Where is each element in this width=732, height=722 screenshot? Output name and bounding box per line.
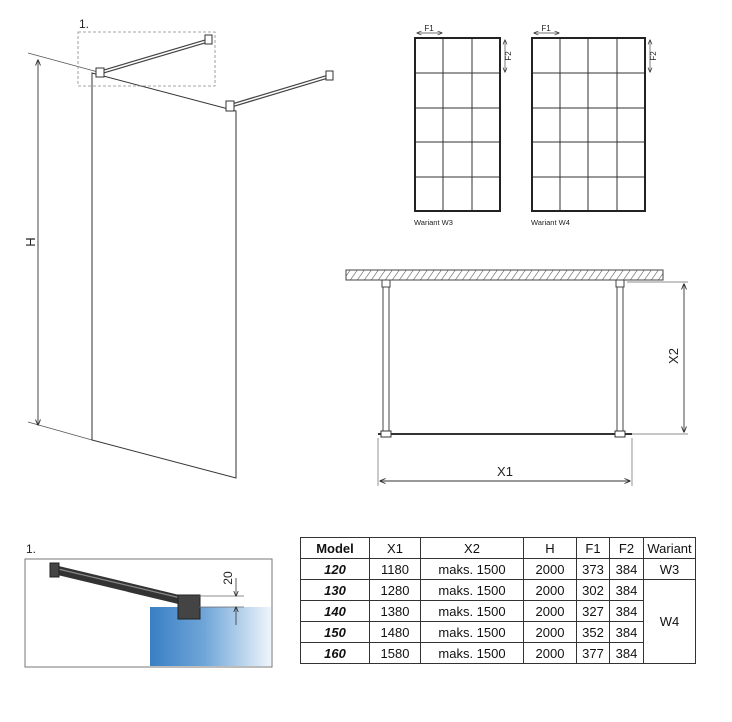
f2-label-w4: F2	[649, 51, 658, 61]
glass-frame-w4	[531, 37, 646, 212]
table-row: 160 1580 maks. 1500 2000 377 384	[300, 642, 696, 664]
support-rod-right	[616, 281, 624, 435]
cell-h: 2000	[523, 621, 577, 643]
bar-end-cap-2	[325, 70, 334, 81]
cell-h: 2000	[523, 579, 577, 601]
cell-model: 130	[300, 579, 370, 601]
header-f1: F1	[576, 537, 610, 559]
cell-f2: 384	[609, 621, 644, 643]
header-x1: X1	[369, 537, 421, 559]
cell-model: 150	[300, 621, 370, 643]
variant-w4-label: Wariant W4	[531, 218, 570, 227]
variant-w3-diagram: F1 F2 Wariant W3	[414, 24, 513, 227]
variant-w3-label: Wariant W3	[414, 218, 453, 227]
cell-model: 140	[300, 600, 370, 622]
cell-x2: maks. 1500	[420, 558, 524, 580]
ceiling-mount-left	[381, 279, 391, 288]
wall-bracket-1	[95, 67, 105, 78]
dimension-h-label: H	[23, 237, 38, 246]
grid-w3	[415, 38, 500, 211]
cell-model: 120	[300, 558, 370, 580]
clamp-left	[380, 430, 392, 438]
ceiling-mount-right	[615, 279, 625, 288]
cell-f1: 327	[576, 600, 610, 622]
cell-f1: 373	[576, 558, 610, 580]
f1-label-w3: F1	[424, 24, 434, 33]
glass-clamp-2	[225, 100, 235, 112]
dimension-x2-label: X2	[666, 348, 681, 364]
cell-f2: 384	[609, 642, 644, 664]
header-f2: F2	[609, 537, 644, 559]
detail-glass-clamp	[177, 594, 201, 620]
cell-wariant: W4	[643, 579, 696, 664]
spec-table: Model X1 X2 H F1 F2 Wariant 120 1180 mak…	[300, 537, 696, 664]
cell-x1: 1280	[369, 579, 421, 601]
cell-x2: maks. 1500	[420, 642, 524, 664]
table-row: 120 1180 maks. 1500 2000 373 384 W3	[300, 558, 696, 580]
ceiling-hatch	[345, 269, 664, 281]
header-model: Model	[300, 537, 370, 559]
table-row: 150 1480 maks. 1500 2000 352 384	[300, 621, 696, 643]
header-wariant: Wariant	[643, 537, 696, 559]
table-header-row: Model X1 X2 H F1 F2 Wariant	[300, 537, 696, 559]
cell-h: 2000	[523, 558, 577, 580]
glass-frame-w3	[414, 37, 501, 212]
wall-line-top	[27, 52, 99, 73]
cell-f2: 384	[609, 558, 644, 580]
table-row: 140 1380 maks. 1500 2000 327 384	[300, 600, 696, 622]
cell-x2: maks. 1500	[420, 600, 524, 622]
table-row: 130 1280 maks. 1500 2000 302 384 W4	[300, 579, 696, 664]
isometric-view: 1. H	[23, 17, 334, 479]
grid-w4	[532, 38, 645, 211]
front-elevation: X2 X1	[345, 269, 688, 486]
header-h: H	[523, 537, 577, 559]
cell-f2: 384	[609, 579, 644, 601]
cell-x1: 1380	[369, 600, 421, 622]
support-rod-left	[382, 281, 390, 435]
detail-marker: 1.	[26, 542, 36, 556]
cell-f1: 352	[576, 621, 610, 643]
glass-panel	[91, 72, 237, 479]
cell-model: 160	[300, 642, 370, 664]
detail-callout-box	[77, 31, 216, 87]
f2-label-w3: F2	[504, 51, 513, 61]
cell-f2: 384	[609, 600, 644, 622]
variant-w4-diagram: F1 F2 Wariant W4	[531, 24, 658, 227]
cell-x2: maks. 1500	[420, 579, 524, 601]
cell-h: 2000	[523, 642, 577, 664]
dimension-x1-label: X1	[497, 464, 513, 479]
detail-dim-label: 20	[221, 571, 235, 585]
f1-label-w4: F1	[541, 24, 551, 33]
detail-support-bar	[54, 565, 187, 606]
header-x2: X2	[420, 537, 524, 559]
cell-f1: 302	[576, 579, 610, 601]
cell-x2: maks. 1500	[420, 621, 524, 643]
callout-marker: 1.	[79, 17, 89, 31]
cell-h: 2000	[523, 600, 577, 622]
cell-x1: 1580	[369, 642, 421, 664]
detail-wall-bracket	[49, 562, 60, 578]
clamp-right	[614, 430, 626, 438]
cell-f1: 377	[576, 642, 610, 664]
cell-wariant: W3	[643, 558, 696, 580]
detail-glass-panel	[150, 607, 271, 666]
bar-end-cap-1	[204, 34, 213, 45]
detail-view: 1. 20	[24, 542, 273, 668]
cell-x1: 1480	[369, 621, 421, 643]
cell-x1: 1180	[369, 558, 421, 580]
